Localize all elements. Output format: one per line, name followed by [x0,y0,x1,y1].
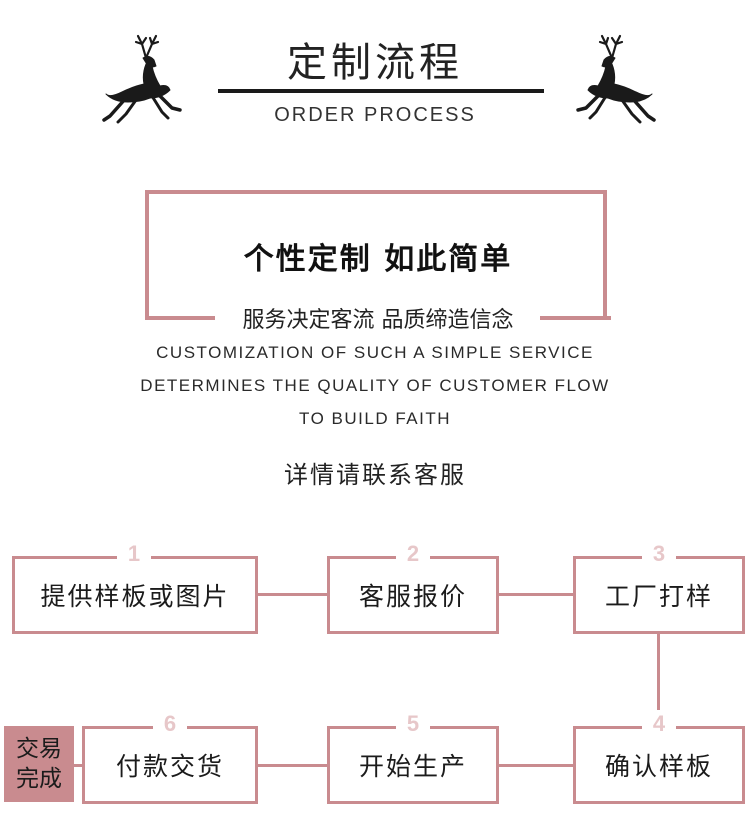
flow-step-number: 3 [642,540,676,568]
flow-connector [74,764,84,767]
flow-step-6: 付款交货 [82,726,258,804]
slogan-frame [145,190,607,316]
badge-line: 交易 [16,736,62,762]
english-line: CUSTOMIZATION OF SUCH A SIMPLE SERVICE [156,343,594,362]
flow-step-label: 开始生产 [358,752,467,781]
slogan-headline: 个性定制 如此简单 [243,242,513,277]
flow-step-number: 4 [642,710,676,738]
deer-icon [102,34,182,124]
flow-connector [498,764,574,767]
title-divider [218,89,544,93]
slogan-subline: 服务决定客流 品质缔造信念 [242,308,514,333]
flow-connector [256,764,328,767]
contact-note: 详情请联系客服 [284,461,466,489]
flow-step-number: 6 [153,710,187,738]
badge-line: 完成 [16,766,62,792]
flow-step-label: 付款交货 [115,752,224,781]
flow-step-label: 工厂打样 [604,582,713,611]
deer-icon [576,34,656,124]
flow-connector [498,593,574,596]
flow-step-number: 5 [396,710,430,738]
page-title: 定制流程 [287,40,463,86]
slogan-frame-edge [540,316,611,320]
slogan-frame-edge [145,316,215,320]
flow-connector [657,632,660,728]
flow-step-4: 确认样板 [573,726,745,804]
flow-step-number: 1 [117,540,151,568]
page-subtitle: ORDER PROCESS [274,104,476,126]
english-line: DETERMINES THE QUALITY OF CUSTOMER FLOW [140,376,610,395]
flow-step-label: 客服报价 [358,582,467,611]
flow-step-label: 提供样板或图片 [40,582,230,611]
flow-connector [256,593,328,596]
english-line: TO BUILD FAITH [299,409,451,428]
flow-step-label: 确认样板 [604,752,713,781]
transaction-complete-badge: 交易 完成 [4,726,74,802]
flow-step-number: 2 [396,540,430,568]
